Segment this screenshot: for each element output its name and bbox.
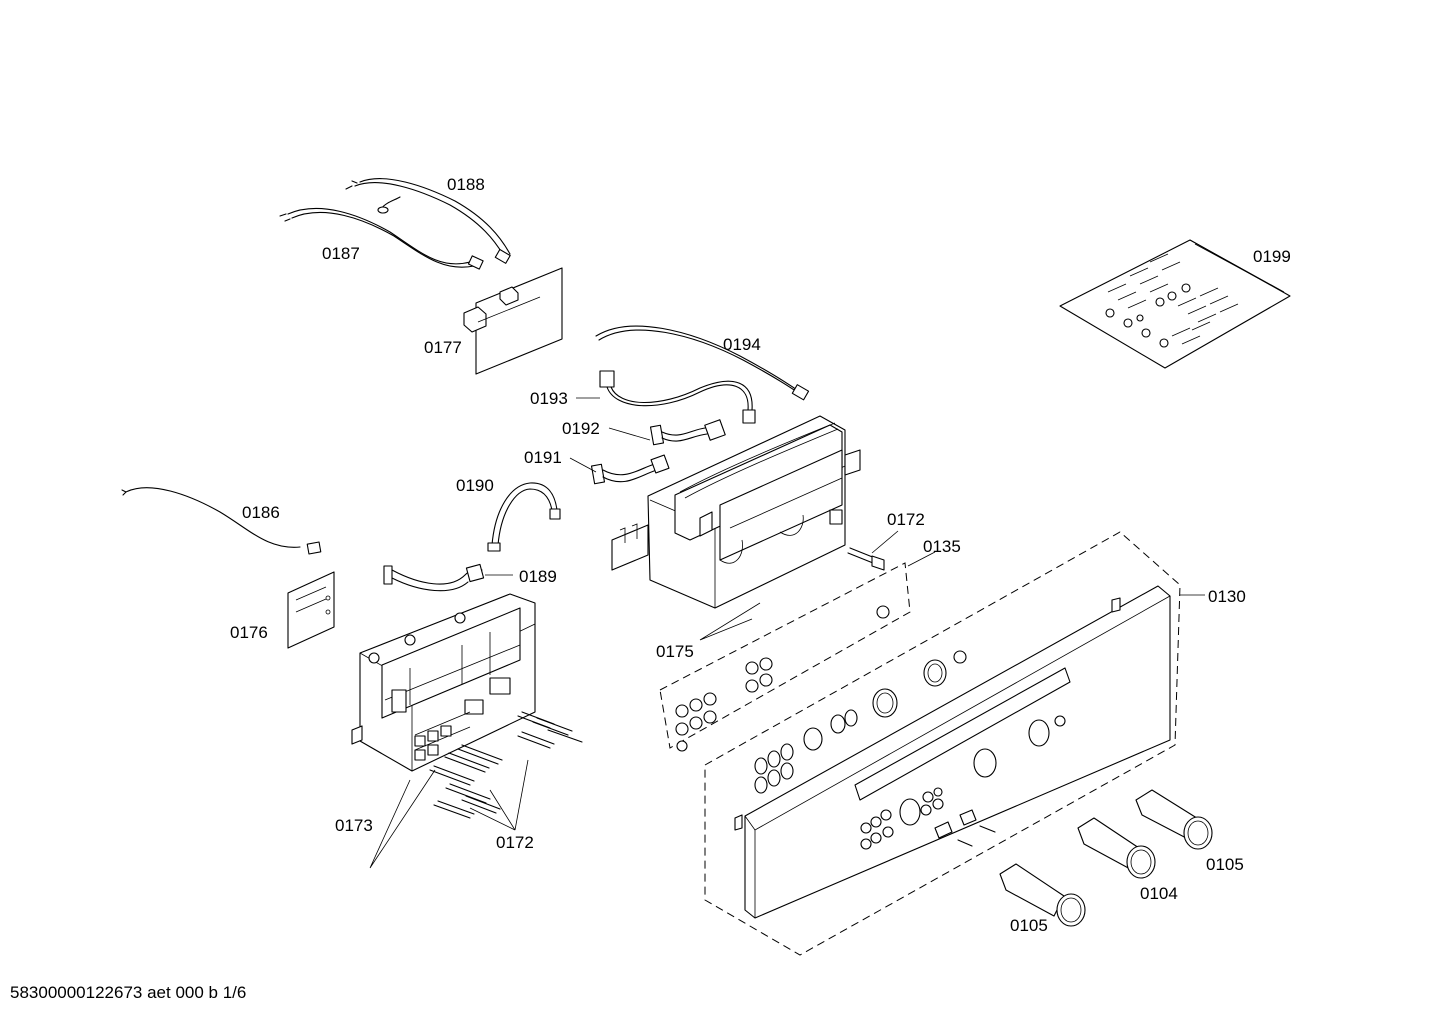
label-0187: 0187 <box>322 244 360 263</box>
wire-harness-0189 <box>383 563 485 592</box>
label-0193: 0193 <box>530 389 568 408</box>
knob-0104 <box>1077 817 1156 879</box>
label-0177: 0177 <box>424 338 462 357</box>
label-0175: 0175 <box>656 642 694 661</box>
wire-harness-0186 <box>121 487 322 555</box>
wire-harness-0188 <box>345 178 511 264</box>
small-board-0176 <box>287 571 335 649</box>
label-0104: 0104 <box>1140 884 1178 903</box>
label-0172-upper: 0172 <box>887 510 925 529</box>
wire-harness-0194 <box>595 325 810 401</box>
label-0105-upper: 0105 <box>1206 855 1244 874</box>
label-0191: 0191 <box>524 448 562 467</box>
part-labels: 0188 0187 0177 0194 0193 0192 0191 0190 … <box>230 175 1291 935</box>
connector-pins-0172 <box>429 711 583 819</box>
wire-harness-0193 <box>599 370 756 424</box>
control-module-right <box>611 415 861 609</box>
label-0130: 0130 <box>1208 587 1246 606</box>
label-0194: 0194 <box>723 335 761 354</box>
screw-bag-0199 <box>1059 239 1291 369</box>
connector-pin-0172-upper <box>847 547 885 571</box>
control-board-0177 <box>463 267 563 375</box>
control-panel-0130 <box>704 531 1181 956</box>
label-0186: 0186 <box>242 503 280 522</box>
knob-0105-lower <box>999 863 1086 927</box>
label-0105-lower: 0105 <box>1010 916 1048 935</box>
wire-harness-0190 <box>487 482 561 552</box>
control-module-left <box>351 593 536 772</box>
label-0172-lower: 0172 <box>496 833 534 852</box>
label-0189: 0189 <box>519 567 557 586</box>
wire-harness-0191 <box>590 454 670 485</box>
button-set-0135 <box>659 562 911 752</box>
label-0190: 0190 <box>456 476 494 495</box>
knob-0105-upper <box>1135 789 1213 850</box>
document-code: 58300000122673 aet 000 b 1/6 <box>10 983 246 1002</box>
label-0173: 0173 <box>335 816 373 835</box>
leader-lines <box>369 397 1205 869</box>
label-0192: 0192 <box>562 419 600 438</box>
wire-harness-0187 <box>279 207 484 270</box>
wire-harness-0192 <box>649 419 726 446</box>
label-0188: 0188 <box>447 175 485 194</box>
label-0135: 0135 <box>923 537 961 556</box>
label-0199: 0199 <box>1253 247 1291 266</box>
label-0176: 0176 <box>230 623 268 642</box>
